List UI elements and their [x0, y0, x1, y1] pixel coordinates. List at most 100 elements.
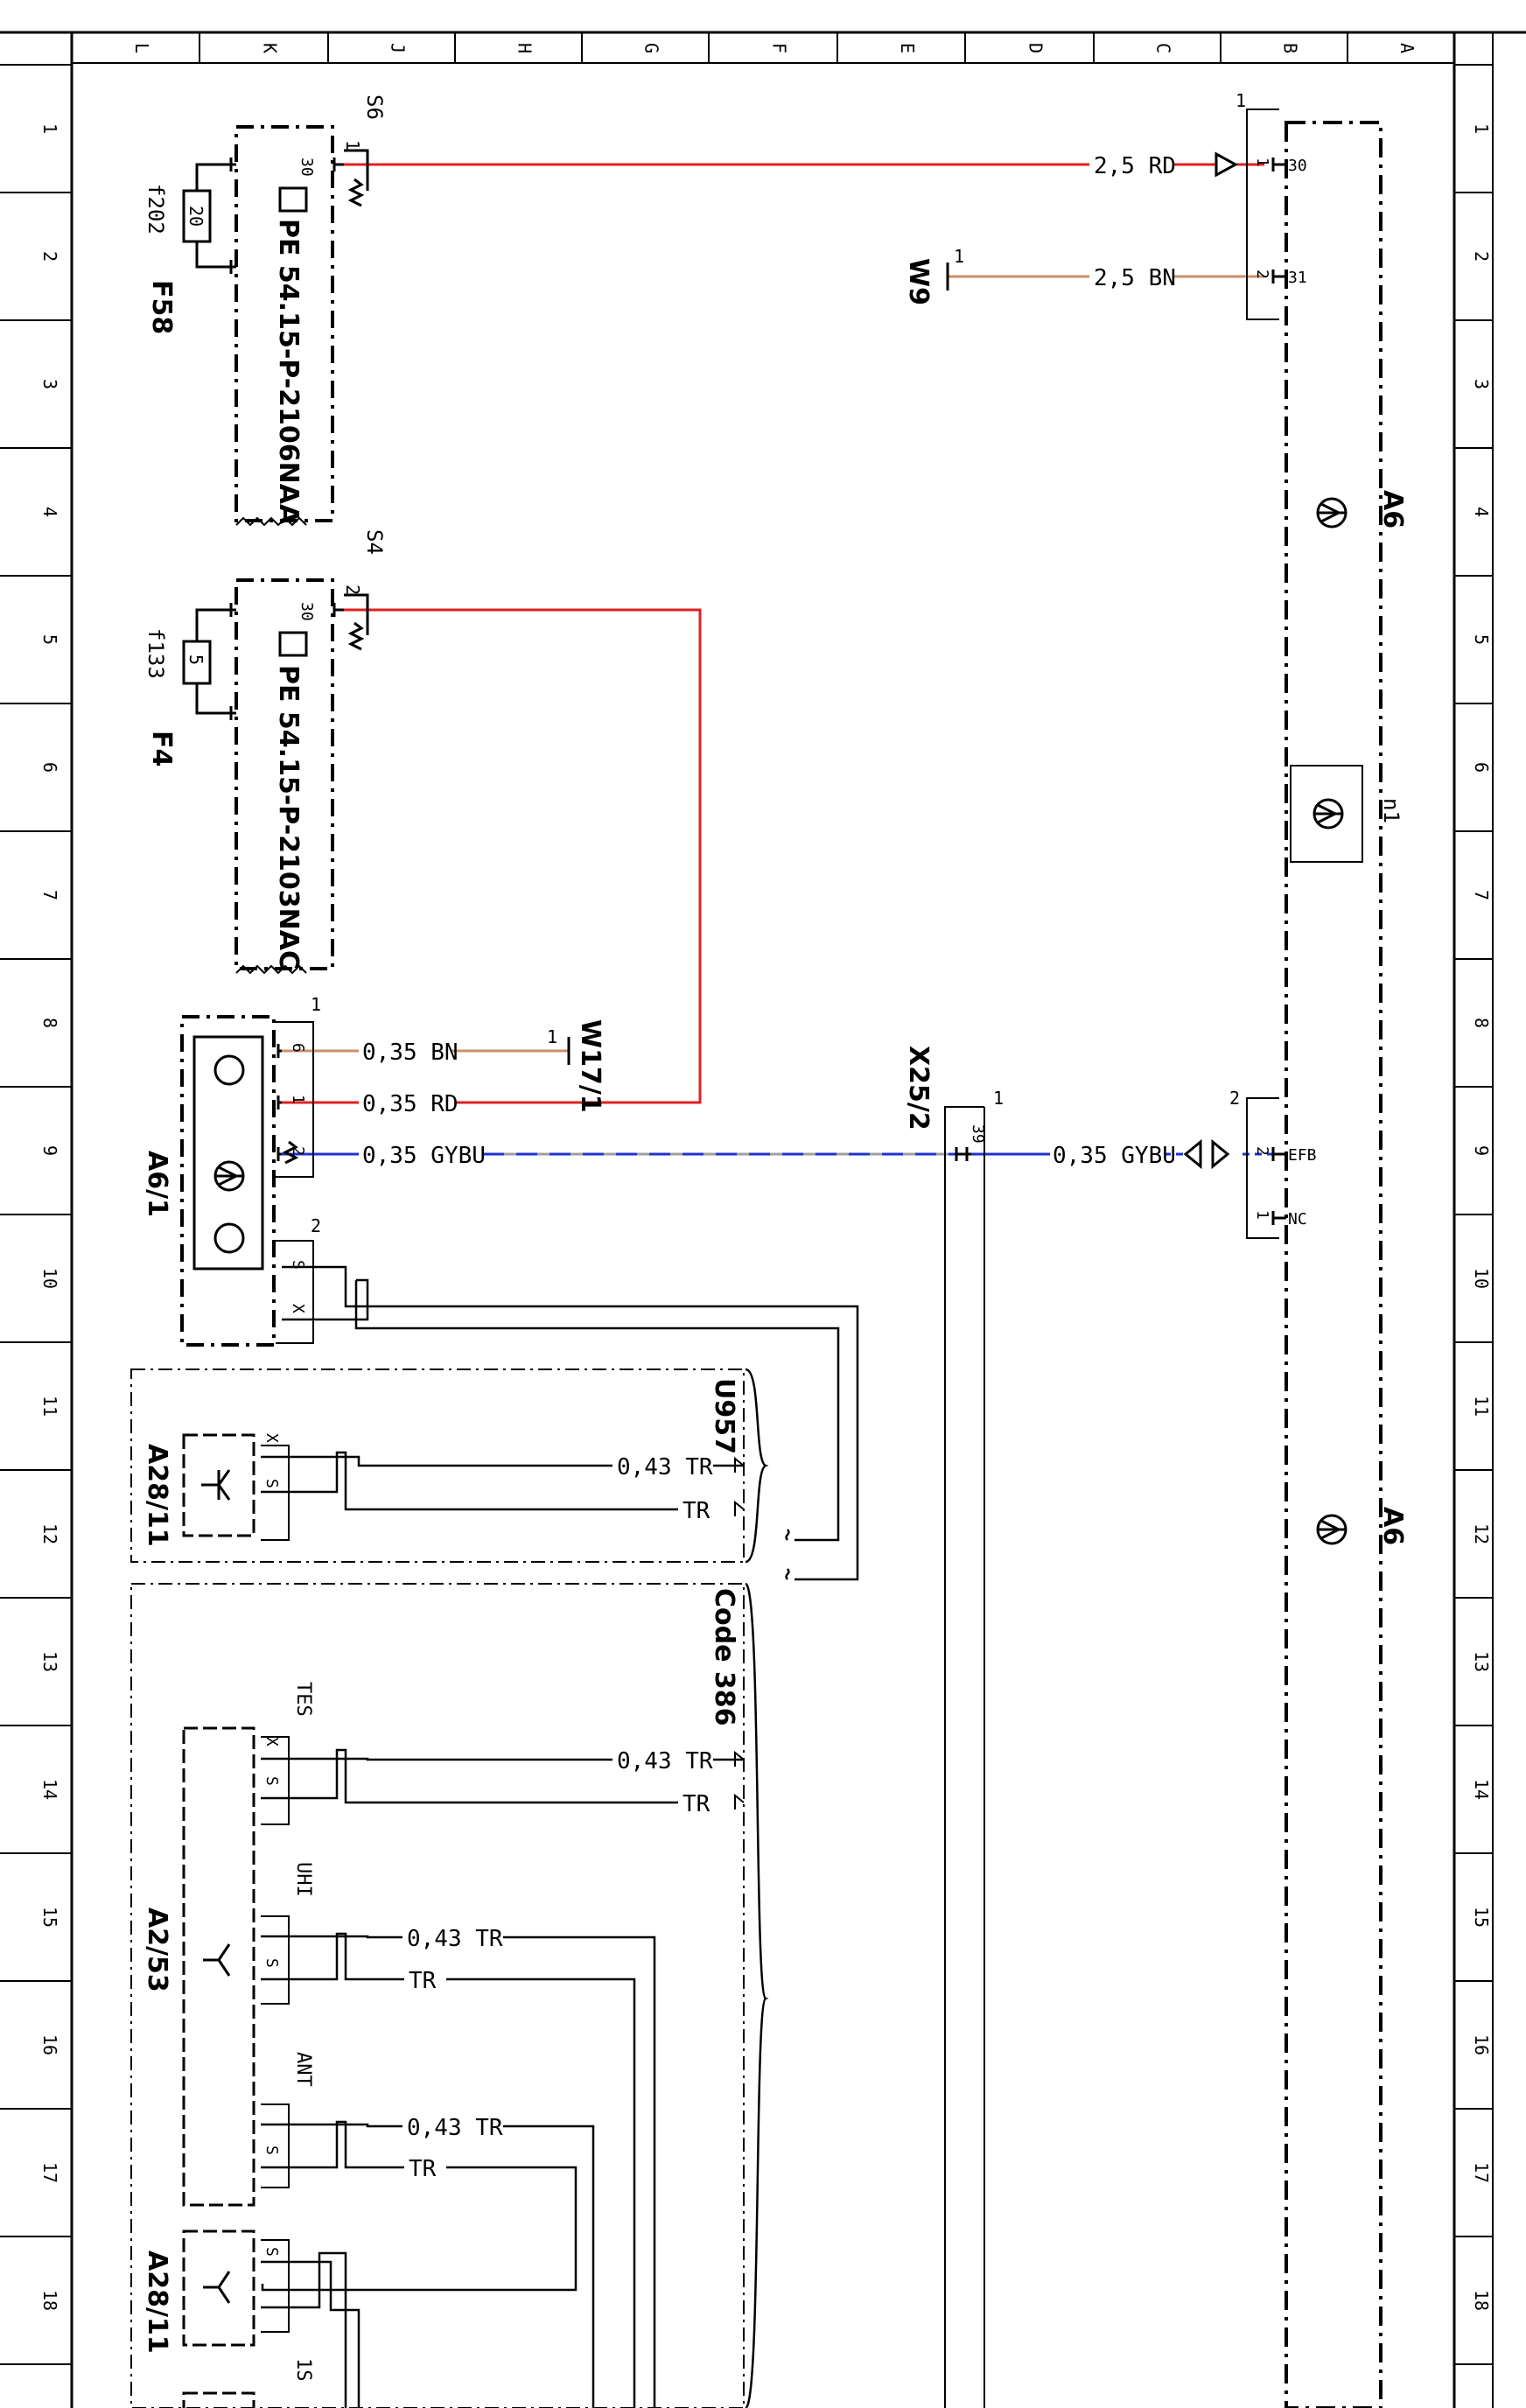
wire-a61-x2: [354, 1280, 840, 1542]
s6-pin-conn: 1: [342, 140, 363, 150]
s4-label: F4: [146, 731, 177, 766]
row-label-right-4: 4: [1471, 507, 1492, 517]
a6-pin-nc-num: 1: [1253, 1210, 1271, 1220]
row-label-right-7: 7: [1471, 890, 1492, 900]
a6-1-conn1: 1: [311, 994, 321, 1015]
column-label-k: K: [260, 43, 281, 53]
a2-53-ant: ANT: [292, 2052, 314, 2087]
s4-pin-conn: 2: [342, 584, 363, 595]
row-label-right-12: 12: [1471, 1523, 1492, 1544]
a2-53-tes: TES: [292, 1682, 314, 1717]
x25-2-pin: 39: [969, 1124, 987, 1144]
component-a6: [1183, 108, 1382, 2408]
row-label-left-9: 9: [39, 1145, 60, 1156]
a28-11-top-pin-x: X: [262, 1433, 281, 1443]
row-label-left-3: 3: [39, 379, 60, 389]
a6-pin30-num: 1: [1253, 158, 1271, 167]
wire-tes-1: [261, 1757, 612, 1761]
row-label-left-10: 10: [39, 1268, 60, 1289]
row-label-right-15: 15: [1471, 1907, 1492, 1928]
wire-uhi-1b: [503, 1936, 656, 2408]
wire-label-w9-a6: 2,5 BN: [1094, 265, 1176, 291]
column-label-d: D: [1026, 43, 1046, 53]
column-label-a: A: [1396, 43, 1418, 53]
row-label-left-15: 15: [39, 1907, 60, 1928]
wire-label-a61-x252: 0,35 GYBU: [362, 1143, 486, 1169]
a6-name: A6: [1377, 490, 1408, 528]
a28-11-bottom-box: [182, 2230, 256, 2347]
row-label-right-8: 8: [1471, 1018, 1492, 1028]
row-label-right-6: 6: [1471, 762, 1492, 773]
code386-label: Code 386: [709, 1588, 739, 1726]
a2-53-box: [182, 1726, 256, 2207]
row-label-left-7: 7: [39, 890, 60, 900]
wire-label-x252-a6: 0,35 GYBU: [1053, 1143, 1176, 1169]
a2-53-tes-s: S: [262, 1776, 281, 1786]
a6-name-lower: A6: [1377, 1507, 1408, 1545]
wire-label-tes-1: 0,43 TR: [617, 1748, 713, 1774]
row-label-right-10: 10: [1471, 1268, 1492, 1289]
wire-label-s6-a6: 2,5 RD: [1094, 153, 1176, 179]
s4-pin-term: 30: [298, 602, 316, 621]
a6-1-pin-x: X: [289, 1304, 307, 1313]
wire-label-a61-s4: 0,35 RD: [362, 1091, 458, 1117]
column-label-f: F: [769, 43, 790, 53]
s4-fuse-rating: 5: [186, 654, 206, 665]
a28-11-bottom-pin-s: S: [262, 2247, 281, 2257]
wire-a61-x: [282, 1278, 369, 1321]
column-label-g: G: [641, 43, 662, 53]
s4-part-label: PE 54.15-P-2103NAC: [273, 665, 304, 970]
antenna-icon: [203, 2271, 231, 2304]
wire-a2811b-s: [261, 2260, 360, 2408]
a6-1-pin-rd: 1: [289, 1095, 307, 1104]
a28-11-bottom-label: 1S: [292, 2358, 314, 2382]
wire-ant-2: [261, 2120, 404, 2169]
row-label-right-1: 1: [1471, 123, 1492, 134]
x25-2-conn: 1: [993, 1088, 1004, 1109]
column-label-c: C: [1153, 43, 1174, 53]
w17-1-pin: 1: [547, 1026, 557, 1047]
brace-icon: [744, 1582, 769, 2408]
wire-label-a61-w171: 0,35 BN: [362, 1040, 458, 1066]
wire-label-u957-2: TR: [682, 1498, 710, 1524]
row-label-left-5: 5: [39, 634, 60, 645]
wire-u957-2: [261, 1451, 678, 1511]
text-labels: S6 PE 54.15-P-2106NAA f202 20 F58 30 1 S…: [142, 90, 1408, 2382]
brace-icon: [745, 1368, 769, 1564]
a6-pin31-num: 2: [1253, 270, 1271, 279]
option-groups: [130, 1368, 745, 2408]
wire-label-uhi-1: 0,43 TR: [407, 1926, 503, 1952]
a6-1-pin-gybu: 2: [289, 1146, 307, 1156]
x25-2-name: X25/2: [903, 1046, 934, 1130]
s6-label: F58: [146, 280, 177, 334]
wire-u957-1: [261, 1455, 612, 1467]
component-s4: [182, 578, 369, 975]
diagram-frame: [0, 31, 1526, 2408]
a28-11-top-box: [182, 1433, 256, 1537]
a6-1-name: A6/1: [142, 1151, 172, 1217]
row-label-right-2: 2: [1471, 251, 1492, 262]
wire-uhi-1: [261, 1935, 402, 1939]
s4-name: S4: [362, 529, 387, 555]
a2-53-ant-s: S: [262, 2146, 281, 2155]
row-label-left-1: 1: [39, 123, 60, 134]
row-label-left-13: 13: [39, 1651, 60, 1672]
speaker-icon: [214, 1054, 245, 1086]
wire-break-icon: [785, 1568, 790, 1580]
w9-pin: 1: [954, 246, 964, 267]
w9-name: W9: [903, 258, 934, 305]
antenna-icon: [201, 1469, 231, 1501]
a28-11-top-pin-s: S: [262, 1479, 281, 1488]
a6-pin-nc: NC: [1288, 1210, 1307, 1228]
wire-label-uhi-2: TR: [409, 1968, 437, 1994]
antenna-modules: [182, 1433, 745, 2408]
u957-label: U957: [709, 1378, 739, 1454]
row-label-right-14: 14: [1471, 1779, 1492, 1800]
row-label-right-13: 13: [1471, 1651, 1492, 1672]
row-label-right-9: 9: [1471, 1145, 1492, 1156]
a6-1-pin-bn: 6: [289, 1043, 307, 1053]
row-label-left-6: 6: [39, 762, 60, 773]
component-a6-1: [180, 1015, 314, 1347]
